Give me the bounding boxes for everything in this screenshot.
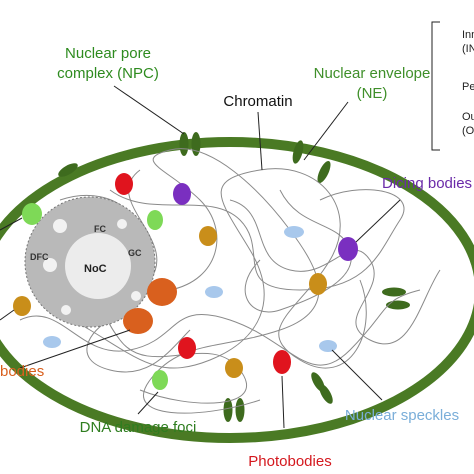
dna-damage-foci-label: DNA damage foci — [80, 419, 197, 436]
red-body — [178, 337, 196, 359]
green-body — [152, 370, 168, 390]
speckle-body — [284, 226, 304, 238]
nuclear-pore — [292, 140, 304, 164]
chromatin-leader — [257, 111, 263, 171]
gc-label: GC — [128, 248, 142, 258]
side-legend-line5: (O — [462, 125, 474, 137]
gold-body — [225, 358, 243, 378]
speckle-body — [319, 340, 337, 352]
nuclear-pore — [223, 398, 233, 422]
fibrillar-center — [53, 219, 67, 233]
side-bracket — [431, 21, 440, 151]
chromatin-thread — [244, 189, 352, 313]
chromatin-thread — [109, 189, 405, 291]
chromatin-label: Chromatin — [223, 93, 292, 110]
gold-body — [13, 296, 31, 316]
fibrillar-center — [43, 258, 57, 272]
fc-label: FC — [94, 224, 106, 234]
side-legend-line3: Pe — [462, 81, 474, 93]
side-legend-line1: Inn — [462, 29, 474, 41]
fibrillar-center — [131, 291, 141, 301]
dfc-label: DFC — [30, 252, 49, 262]
noc-label: NoC — [84, 263, 107, 275]
green-body — [22, 203, 42, 225]
nucleolus: FC DFC GC NoC — [24, 196, 156, 328]
nucleolar-cavity — [65, 233, 131, 299]
ne-leader — [303, 101, 349, 161]
side-legend-line4: Ou — [462, 111, 474, 123]
leader-lines — [0, 85, 401, 429]
nuclear-envelope — [0, 137, 474, 443]
bodies-leader — [19, 329, 131, 369]
nuclear-pore — [58, 163, 78, 177]
dna-damage-leader — [137, 391, 159, 415]
nuclear-pore — [319, 384, 333, 404]
npc-label-line2: complex (NPC) — [57, 65, 159, 82]
red-body — [115, 173, 133, 195]
nuclear-pore — [191, 132, 201, 156]
nuclear-pore — [235, 398, 245, 422]
side-legend: Inn (IN Pe Ou (O — [431, 21, 474, 151]
ne-label-line1: Nuclear envelope — [314, 65, 431, 82]
dicing-leader — [355, 199, 401, 243]
bodies-label: bodies — [0, 363, 44, 380]
purple-body — [338, 237, 358, 261]
chromatin-thread — [19, 289, 421, 366]
gold-body — [199, 226, 217, 246]
gold-body — [309, 273, 327, 295]
purple-body — [173, 183, 191, 205]
orange-body — [147, 278, 177, 306]
nuclear-pore — [382, 287, 406, 297]
speckles-leader — [331, 349, 383, 401]
nucleolus-border — [24, 196, 156, 328]
fibrillar-center — [61, 305, 71, 315]
nuclear-pore — [179, 132, 189, 156]
speckle-body — [43, 336, 61, 348]
ne-label-line2: (NE) — [357, 85, 388, 102]
gold-left-leader — [0, 309, 15, 321]
red-body — [273, 350, 291, 374]
photobodies-leader — [281, 375, 285, 429]
nuclear-pore — [386, 300, 410, 310]
green-left-leader — [0, 217, 23, 231]
nuclear-pore — [317, 160, 331, 184]
speckle-body — [205, 286, 223, 298]
green-body — [147, 210, 163, 230]
side-legend-line2: (IN — [462, 43, 474, 55]
photobodies-label: Photobodies — [248, 453, 331, 470]
dicing-bodies-label: Dicing bodies — [382, 175, 472, 192]
npc-leader — [113, 85, 185, 135]
fibrillar-center — [117, 219, 127, 229]
chromatin-thread — [229, 199, 441, 345]
nuclear-bodies — [13, 173, 358, 390]
orange-body — [123, 308, 153, 334]
nuclear-speckles-label: Nuclear speckles — [345, 407, 459, 424]
npc-label-line1: Nuclear pore — [65, 45, 151, 62]
